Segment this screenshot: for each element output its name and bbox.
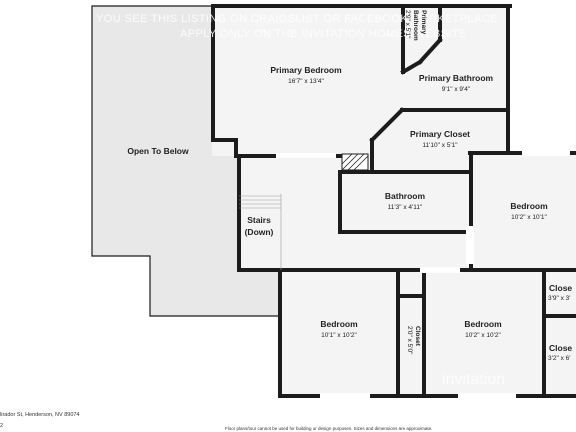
room-bedroom-right-name: Bedroom xyxy=(510,201,548,211)
watermark-line1: YOU SEE THIS LISTING ON CRAIGSLIST OR FA… xyxy=(96,13,498,25)
footer-address: lirador St, Henderson, NV 89074 xyxy=(0,412,80,418)
walls xyxy=(211,4,576,398)
room-closet-right-bottom-dim: 3'2" x 6' xyxy=(548,355,571,362)
room-bedroom-bottom-mid-name: Bedroom xyxy=(464,319,502,329)
room-bedroom-bottom-mid-dim: 10'2" x 10'2" xyxy=(465,332,501,339)
windows xyxy=(276,150,570,399)
room-closet-right-top-dim: 3'9" x 3' xyxy=(548,295,571,302)
room-primary-closet-dim: 11'10" x 5'1" xyxy=(422,142,458,149)
room-closet-right-bottom-name: Close xyxy=(549,343,572,353)
room-primary-bath-closet-dim: 2'9" x 5'1" xyxy=(404,10,411,39)
room-open-to-below-name: Open To Below xyxy=(127,146,189,156)
room-primary-bathroom-name: Primary Bathroom xyxy=(419,73,494,83)
room-closet-right-top-name: Close xyxy=(549,283,572,293)
room-closet-middle-dim: 2'0" x 5'0" xyxy=(406,326,413,355)
room-primary-bath-closet-line2: Bathroom xyxy=(412,10,419,41)
room-primary-bath-closet-line1: Primary xyxy=(420,10,427,35)
watermark-logo: invitation xyxy=(442,371,505,388)
room-bedroom-right-dim: 10'2" x 10'1" xyxy=(511,214,547,221)
room-bathroom-dim: 11'3" x 4'11" xyxy=(388,204,423,211)
stairs-steps xyxy=(239,194,282,270)
room-bathroom-name: Bathroom xyxy=(385,191,426,201)
room-closet-middle-name: Closet xyxy=(414,326,421,347)
room-stairs-line2: (Down) xyxy=(245,227,274,237)
footer-page: 2 xyxy=(0,423,4,429)
floor-area xyxy=(212,6,576,396)
room-primary-bathroom-dim: 9'1" x 9'4" xyxy=(442,86,471,93)
room-bedroom-bottom-left-dim: 10'1" x 10'2" xyxy=(321,332,357,339)
watermark-line2: APPLY ONLY ON THE INVITATION HOMES WEBSI… xyxy=(180,28,467,40)
hatch-block xyxy=(341,153,369,171)
room-stairs-line1: Stairs xyxy=(247,215,271,225)
room-bedroom-bottom-left-name: Bedroom xyxy=(320,319,358,329)
room-primary-bedroom-dim: 16'7" x 13'4" xyxy=(288,78,324,85)
room-primary-closet-name: Primary Closet xyxy=(410,129,470,139)
footer-disclaimer: Floor plans/tour cannot be used for buil… xyxy=(225,426,433,431)
room-primary-bedroom-name: Primary Bedroom xyxy=(270,65,342,75)
